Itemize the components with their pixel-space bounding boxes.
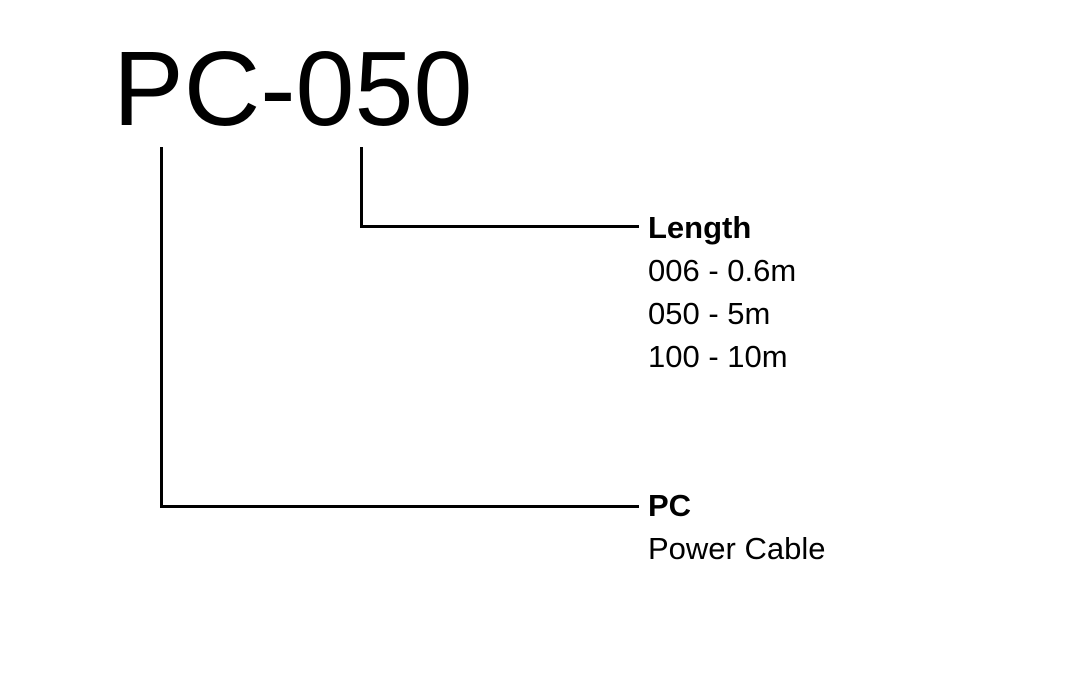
connector-type-horizontal	[160, 505, 639, 508]
connector-length-horizontal	[360, 225, 639, 228]
length-option: 006 - 0.6m	[648, 253, 797, 288]
type-heading: PC	[648, 488, 692, 523]
connector-type-vertical	[160, 147, 163, 508]
length-option: 050 - 5m	[648, 296, 771, 331]
type-legend: PC Power Cable	[648, 484, 825, 570]
length-legend: Length 006 - 0.6m 050 - 5m 100 - 10m	[648, 206, 796, 378]
part-number: PC-050	[113, 30, 473, 148]
type-description: Power Cable	[648, 531, 826, 566]
connector-length-vertical	[360, 147, 363, 228]
length-heading: Length	[648, 210, 752, 245]
length-option: 100 - 10m	[648, 339, 788, 374]
